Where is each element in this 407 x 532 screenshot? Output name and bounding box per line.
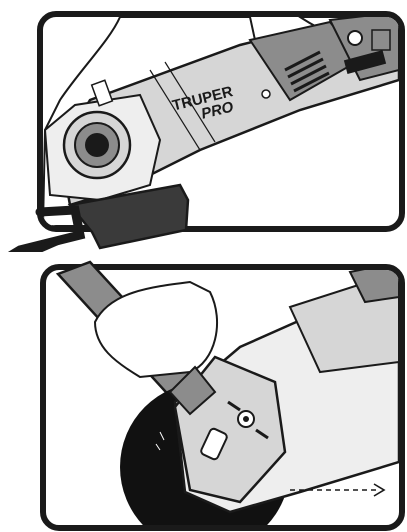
angle-grinder-top-view-icon xyxy=(0,252,407,532)
illustration-panel-1: TRUPER PRO xyxy=(0,0,407,252)
illustration-panel-2 xyxy=(0,252,407,532)
angle-grinder-side-view-icon: TRUPER PRO xyxy=(0,0,407,252)
